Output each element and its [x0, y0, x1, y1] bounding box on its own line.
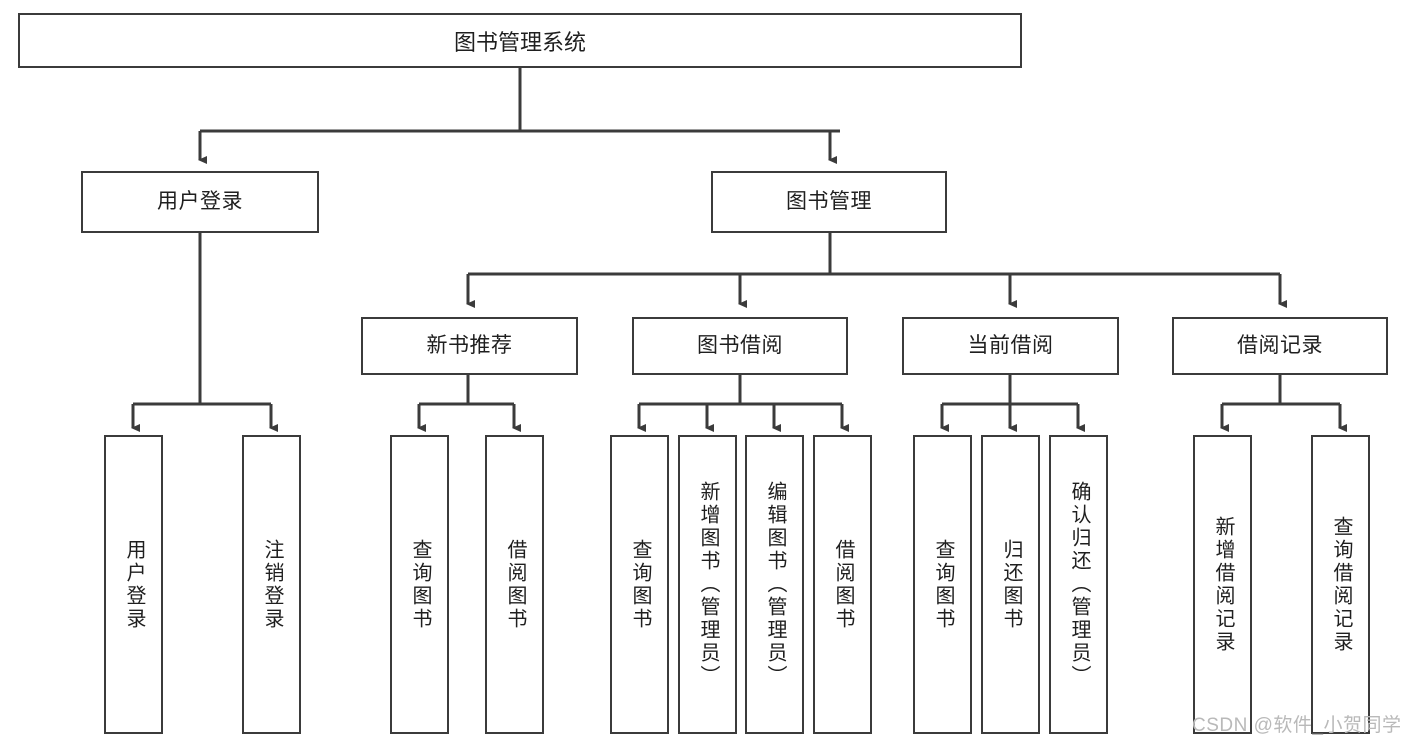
- node-label: 图书借阅: [697, 334, 783, 358]
- leaf-add-borrowing-record[interactable]: 新增借阅记录: [1193, 435, 1252, 734]
- node-label: 编辑图书（管理员）: [764, 481, 786, 688]
- node-current-borrowing[interactable]: 当前借阅: [902, 317, 1119, 375]
- node-label: 借阅记录: [1237, 334, 1323, 358]
- node-book-management[interactable]: 图书管理: [711, 171, 947, 233]
- node-label: 查询图书: [629, 538, 651, 631]
- node-label: 查询图书: [932, 538, 954, 631]
- node-user-login[interactable]: 用户登录: [81, 171, 319, 233]
- node-label: 新增借阅记录: [1212, 515, 1234, 654]
- node-label: 当前借阅: [967, 334, 1054, 358]
- node-label: 新增图书（管理员）: [697, 481, 719, 688]
- leaf-edit-book-admin[interactable]: 编辑图书（管理员）: [745, 435, 804, 734]
- leaf-query-book-current[interactable]: 查询图书: [913, 435, 972, 734]
- node-root-book-management-system[interactable]: 图书管理系统: [18, 13, 1022, 68]
- leaf-user-login[interactable]: 用户登录: [104, 435, 163, 734]
- leaf-add-book-admin[interactable]: 新增图书（管理员）: [678, 435, 737, 734]
- leaf-query-book-recommendation[interactable]: 查询图书: [390, 435, 449, 734]
- node-label: 用户登录: [157, 190, 243, 214]
- node-label: 用户登录: [123, 538, 145, 631]
- node-label: 新书推荐: [426, 334, 513, 358]
- node-label: 查询图书: [409, 538, 431, 631]
- node-label: 借阅图书: [832, 538, 854, 631]
- node-label: 查询借阅记录: [1330, 515, 1352, 654]
- node-label: 归还图书: [1000, 538, 1022, 631]
- leaf-query-borrowing-record[interactable]: 查询借阅记录: [1311, 435, 1370, 734]
- leaf-query-book-borrowing[interactable]: 查询图书: [610, 435, 669, 734]
- node-new-book-recommendation[interactable]: 新书推荐: [361, 317, 578, 375]
- node-label: 图书管理系统: [453, 29, 586, 55]
- leaf-logout[interactable]: 注销登录: [242, 435, 301, 734]
- node-label: 图书管理: [786, 190, 872, 214]
- node-borrowing-record[interactable]: 借阅记录: [1172, 317, 1388, 375]
- leaf-borrow-book-recommendation[interactable]: 借阅图书: [485, 435, 544, 734]
- leaf-borrow-book-borrowing[interactable]: 借阅图书: [813, 435, 872, 734]
- leaf-confirm-return-admin[interactable]: 确认归还（管理员）: [1049, 435, 1108, 734]
- node-book-borrowing[interactable]: 图书借阅: [632, 317, 848, 375]
- node-label: 确认归还（管理员）: [1068, 481, 1090, 688]
- node-label: 注销登录: [261, 538, 283, 631]
- watermark-text: CSDN @软件_小贺同学: [1192, 715, 1402, 736]
- node-label: 借阅图书: [504, 538, 526, 631]
- leaf-return-book[interactable]: 归还图书: [981, 435, 1040, 734]
